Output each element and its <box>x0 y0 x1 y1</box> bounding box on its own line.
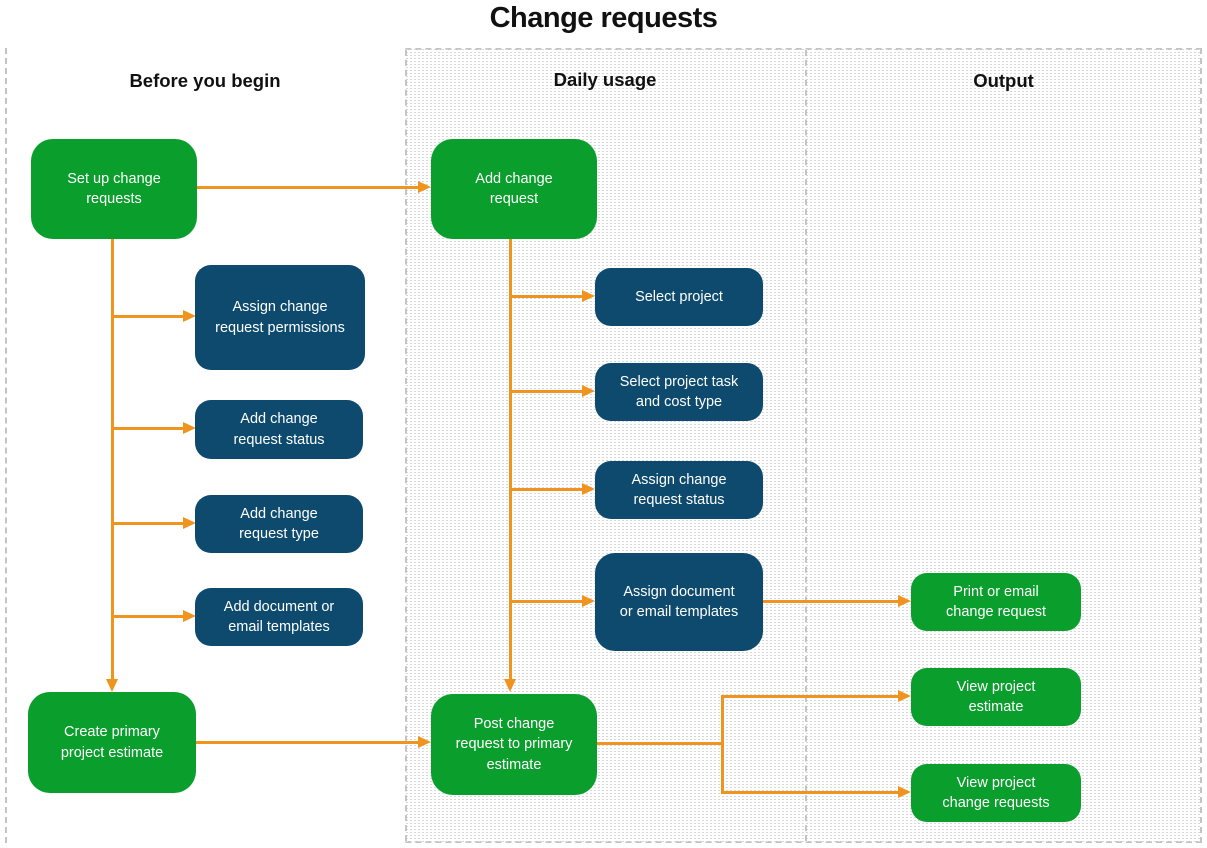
arrowhead-view-change-requests <box>898 786 911 798</box>
arrowhead-into-post-change <box>504 679 516 692</box>
node-select-project-task-and-cost-type: Select project task and cost type <box>595 363 763 421</box>
node-add-change-request: Add change request <box>431 139 597 239</box>
arrowhead-add-type <box>183 517 196 529</box>
arrowhead-assign-doc <box>582 595 595 607</box>
arrowhead-select-task <box>582 385 595 397</box>
connector-output-split <box>721 695 724 794</box>
node-assign-document-or-email-templates: Assign document or email templates <box>595 553 763 651</box>
connector-addchange-down-trunk <box>509 238 512 680</box>
connector-assigndoc-to-print <box>763 600 899 603</box>
connector-create-to-post <box>196 741 420 744</box>
connector-to-view-change-requests <box>721 791 899 794</box>
node-select-project: Select project <box>595 268 763 326</box>
column-divider-1 <box>405 50 407 841</box>
node-assign-change-request-status: Assign change request status <box>595 461 763 519</box>
connector-branch-doc-templates <box>112 615 184 618</box>
column-header-daily-usage: Daily usage <box>553 69 657 90</box>
node-post-change-request-to-primary-estimate: Post change request to primary estimate <box>431 694 597 795</box>
column-header-before-you-begin: Before you begin <box>129 70 281 91</box>
connector-branch-add-status <box>112 427 184 430</box>
arrowhead-print-email <box>898 595 911 607</box>
connector-post-exit <box>597 742 724 745</box>
connector-branch-select-task <box>510 390 584 393</box>
arrowhead-view-estimate <box>898 690 911 702</box>
arrowhead-create-to-post <box>418 736 431 748</box>
connector-branch-select-project <box>510 295 584 298</box>
arrowhead-select-project <box>582 290 595 302</box>
arrowhead-permissions <box>183 310 196 322</box>
node-print-or-email-change-request: Print or email change request <box>911 573 1081 631</box>
connector-branch-permissions <box>112 315 184 318</box>
column-header-output: Output <box>973 70 1034 91</box>
arrowhead-into-create-primary <box>106 679 118 692</box>
connector-to-view-estimate <box>721 695 899 698</box>
node-view-project-estimate: View project estimate <box>911 668 1081 726</box>
node-create-primary-project-estimate: Create primary project estimate <box>28 692 196 793</box>
arrowhead-add-status <box>183 422 196 434</box>
connector-setup-down-trunk <box>111 238 114 680</box>
node-add-change-request-status: Add change request status <box>195 400 363 459</box>
connector-branch-assign-status <box>510 488 584 491</box>
connector-setup-to-addchange <box>197 186 419 189</box>
connector-branch-assign-doc <box>510 600 584 603</box>
arrowhead-assign-status <box>582 483 595 495</box>
connector-branch-add-type <box>112 522 184 525</box>
node-add-change-request-type: Add change request type <box>195 495 363 553</box>
arrowhead-setup-to-addchange <box>418 181 431 193</box>
node-assign-change-request-permissions: Assign change request permissions <box>195 265 365 370</box>
node-view-project-change-requests: View project change requests <box>911 764 1081 822</box>
node-set-up-change-requests: Set up change requests <box>31 139 197 239</box>
column-divider-2 <box>805 50 807 841</box>
diagram-title: Change requests <box>489 2 718 34</box>
arrowhead-doc-templates <box>183 610 196 622</box>
node-add-document-or-email-templates: Add document or email templates <box>195 588 363 646</box>
